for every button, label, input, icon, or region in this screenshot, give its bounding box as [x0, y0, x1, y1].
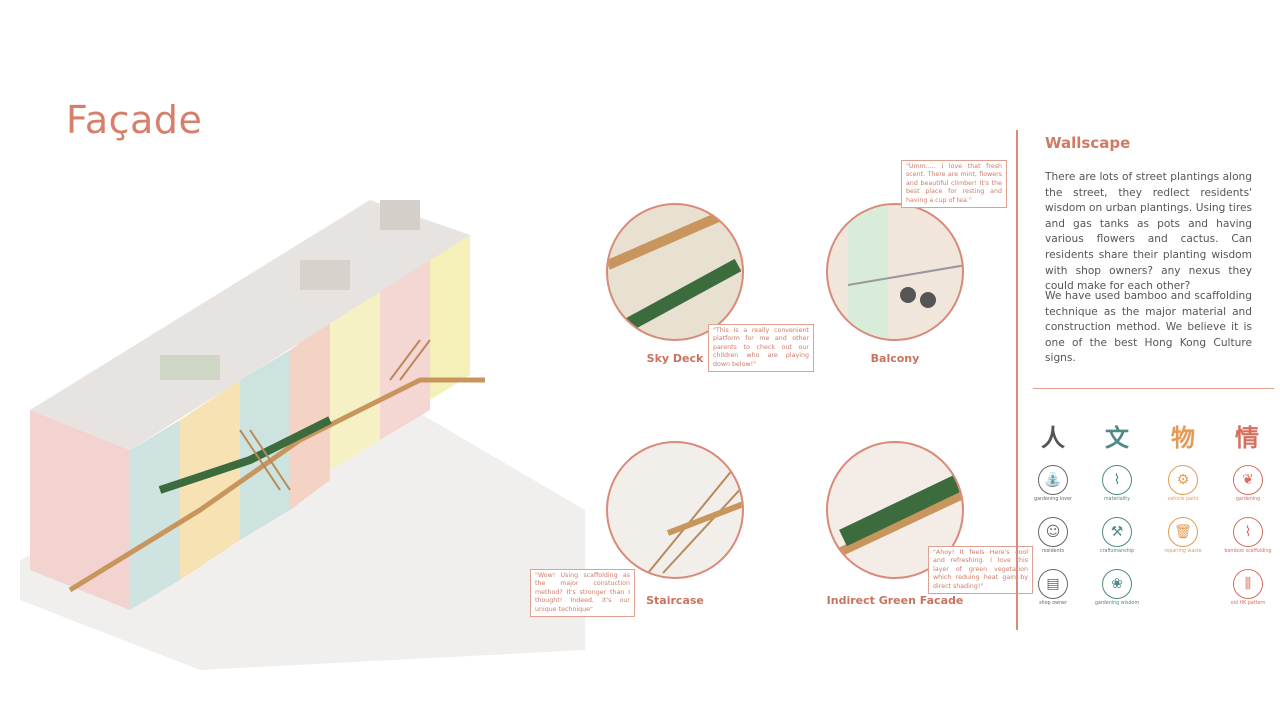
balcony-label: Balcony — [870, 352, 920, 365]
sky-deck-vignette — [606, 203, 744, 341]
icon-label: gardening — [1235, 497, 1261, 502]
saw-icon: ⚒ — [1102, 517, 1132, 547]
wallscape-paragraph-1: There are lots of street plantings along… — [1045, 171, 1252, 293]
balcony-quote: "Umm..... I love that fresh scent. There… — [901, 160, 1007, 209]
icon-label: bamboo scaffolding — [1224, 549, 1272, 554]
building-illustration — [20, 200, 585, 670]
brain-icon: ❀ — [1102, 569, 1132, 599]
page-title: Façade — [66, 98, 203, 142]
green-facade-quote: "Ahoy! It feels Here's cool and refreshi… — [928, 546, 1033, 595]
staircase-quote: "Wow! Using scaffolding as the major con… — [530, 569, 635, 618]
category-culture: 文 — [1105, 424, 1129, 452]
icon-label: gardening lover — [1034, 497, 1072, 502]
sky-deck-label: Sky Deck — [646, 352, 704, 365]
icon-label: gardening wisdom — [1094, 601, 1140, 606]
pattern-icon: ⫼ — [1233, 569, 1263, 599]
staircase-label: Staircase — [646, 594, 704, 607]
category-objects: 物 — [1171, 424, 1195, 452]
icon-label: repairing waste — [1164, 549, 1202, 554]
staircase-vignette — [606, 441, 744, 579]
wallscape-paragraph-2: We have used bamboo and scaffolding tech… — [1045, 290, 1252, 365]
category-affection: 情 — [1235, 424, 1259, 452]
shop-icon: ▤ — [1038, 569, 1068, 599]
divider-vertical — [1016, 130, 1018, 630]
icon-label: vehicle parts — [1167, 497, 1199, 502]
category-people: 人 — [1041, 424, 1065, 452]
wallscape-title: Wallscape — [1045, 134, 1131, 152]
watering-can-icon: ⛲ — [1038, 465, 1068, 495]
bamboo-icon: ⌇ — [1233, 517, 1263, 547]
green-facade-label: Indirect Green Facade — [826, 594, 964, 607]
icon-label: materiality — [1103, 497, 1131, 502]
bamboo-icon: ⌇ — [1102, 465, 1132, 495]
divider-horizontal — [1033, 388, 1274, 389]
sprout-icon: ❦ — [1233, 465, 1263, 495]
icon-label: craftsmanship — [1099, 549, 1135, 554]
gear-icon: ⚙ — [1168, 465, 1198, 495]
trash-icon: 🗑 — [1168, 517, 1198, 547]
sky-deck-quote: "This is a really convenient platform fo… — [708, 324, 814, 373]
icon-label: shop owner — [1039, 601, 1067, 606]
resident-face-icon: ☺ — [1038, 517, 1068, 547]
icon-label: old HK pattern — [1230, 601, 1266, 606]
icon-label: residents — [1041, 549, 1065, 554]
balcony-vignette — [826, 203, 964, 341]
